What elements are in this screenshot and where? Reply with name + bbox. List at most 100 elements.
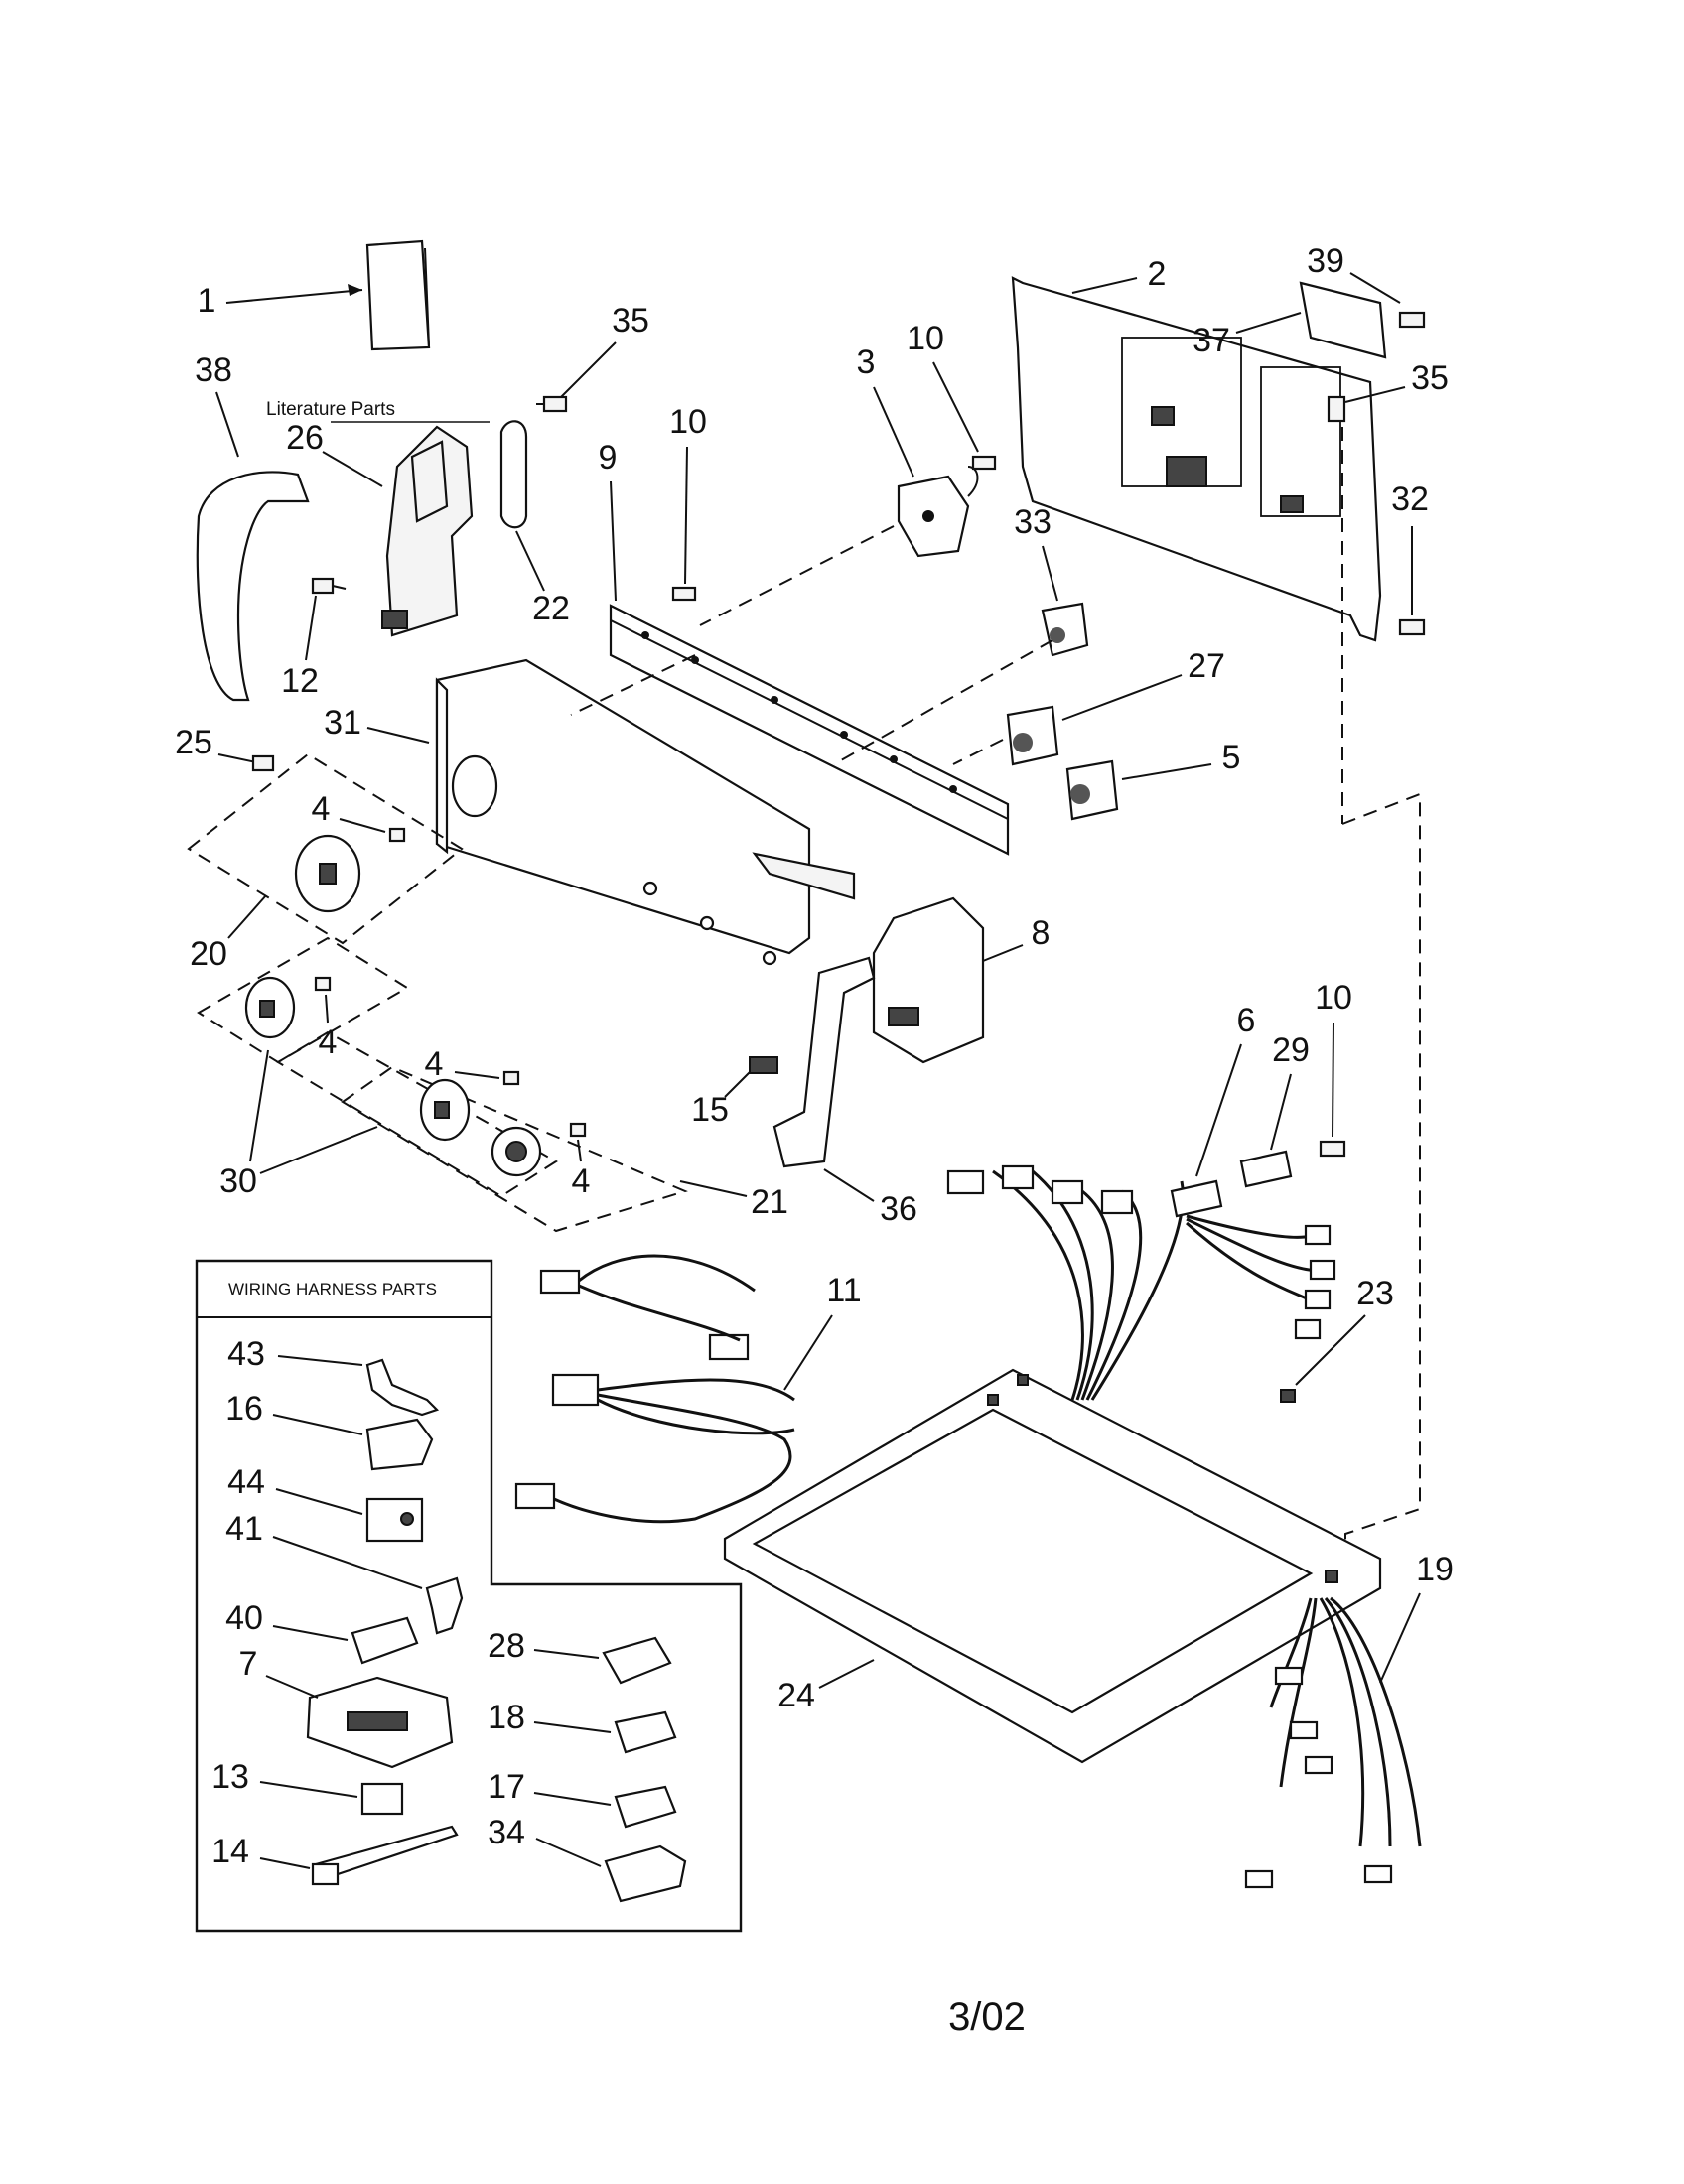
- mounting-plate-37: [1299, 281, 1387, 359]
- callout-43: 43: [227, 1335, 265, 1373]
- connector-44: [365, 1497, 424, 1543]
- spring-clip-4c: [502, 1070, 520, 1086]
- leader-36: [823, 1168, 875, 1202]
- connector-18: [614, 1710, 677, 1754]
- terminal-43: [365, 1358, 440, 1417]
- callout-37: 37: [1193, 322, 1230, 359]
- screw-35-right: [1327, 395, 1346, 423]
- callout-16: 16: [225, 1390, 263, 1428]
- switch-27: [1006, 705, 1059, 766]
- knob-group-20-outline: [187, 752, 464, 945]
- leader-4a: [339, 818, 386, 833]
- callout-7: 7: [239, 1645, 258, 1683]
- wiring-harness-parts-title: WIRING HARNESS PARTS: [228, 1280, 437, 1298]
- knob-group-21-outline: [341, 1065, 688, 1233]
- callout-30: 30: [219, 1162, 257, 1200]
- callout-24: 24: [777, 1677, 815, 1714]
- callout-11: 11: [826, 1272, 861, 1309]
- callout-17: 17: [488, 1768, 525, 1806]
- end-cap-right: [872, 896, 985, 1064]
- screw-10-lower: [1319, 1140, 1346, 1158]
- leader-19: [1379, 1592, 1421, 1684]
- leader-8: [982, 944, 1024, 962]
- knob-group-30-outline-a: [197, 936, 409, 1064]
- leader-9: [610, 480, 617, 602]
- leader-12: [305, 595, 317, 661]
- callout-18: 18: [488, 1699, 525, 1736]
- screw-35-left: [536, 395, 568, 413]
- leader-28: [533, 1649, 600, 1659]
- callout-10-lower: 10: [1315, 979, 1352, 1017]
- projection-line-f: [1341, 792, 1421, 1588]
- leader-43: [277, 1355, 363, 1366]
- leader-18: [533, 1721, 612, 1733]
- knob-group-30-outline-b: [276, 1030, 558, 1198]
- leader-14: [259, 1857, 311, 1869]
- leader-10-top: [932, 361, 979, 453]
- callout-35-right: 35: [1411, 359, 1449, 397]
- knob-20: [294, 834, 361, 913]
- leader-30-b: [249, 1049, 269, 1162]
- callout-19: 19: [1416, 1551, 1454, 1588]
- connector-block-7: [306, 1676, 454, 1769]
- callout-15: 15: [691, 1091, 729, 1129]
- connector-16: [365, 1418, 434, 1471]
- connector-34: [604, 1844, 687, 1903]
- callout-12: 12: [281, 662, 319, 700]
- connector-13: [360, 1782, 404, 1816]
- leader-35-right: [1344, 386, 1406, 403]
- screw-32: [1398, 618, 1426, 636]
- callout-23: 23: [1356, 1275, 1394, 1312]
- leader-23: [1295, 1314, 1366, 1386]
- projection-line-a: [570, 654, 696, 716]
- callout-4a: 4: [312, 790, 331, 828]
- callout-40: 40: [225, 1599, 263, 1637]
- callout-38: 38: [195, 351, 232, 389]
- callout-1: 1: [198, 282, 216, 320]
- leader-4b: [325, 994, 329, 1024]
- literature-booklet: [365, 239, 431, 351]
- switch-3: [897, 466, 979, 558]
- screw-10-rail: [671, 586, 697, 602]
- cable-tie-14: [311, 1825, 459, 1886]
- callout-9: 9: [599, 439, 618, 477]
- leader-2: [1071, 277, 1138, 294]
- wiring-harness-parts-box: [195, 1259, 743, 1933]
- callout-20: 20: [190, 935, 227, 973]
- switch-5: [1065, 759, 1119, 821]
- callout-27: 27: [1188, 647, 1225, 685]
- callout-10-top: 10: [907, 320, 944, 357]
- leader-29: [1270, 1073, 1292, 1151]
- control-bracket-rail: [609, 604, 1010, 856]
- callout-44: 44: [227, 1463, 265, 1501]
- callout-28: 28: [488, 1627, 525, 1665]
- callout-13: 13: [211, 1758, 249, 1796]
- callout-34: 34: [488, 1814, 525, 1851]
- connector-40: [351, 1616, 419, 1665]
- revision-date-code: 3/02: [948, 1995, 1026, 2039]
- leader-41: [272, 1536, 423, 1589]
- leader-15: [724, 1071, 751, 1098]
- rear-console-panel: [1011, 276, 1382, 642]
- console-side-bracket: [381, 425, 474, 637]
- callout-33: 33: [1014, 503, 1052, 541]
- connector-28: [602, 1636, 672, 1685]
- callout-4c: 4: [425, 1045, 444, 1083]
- callout-22: 22: [532, 590, 570, 627]
- knob-30: [244, 976, 296, 1039]
- literature-parts-label: Literature Parts: [266, 399, 395, 420]
- projection-line-b: [699, 525, 895, 626]
- projection-line-c: [833, 639, 1053, 765]
- clip-23: [1280, 1389, 1296, 1403]
- callout-32: 32: [1391, 480, 1429, 518]
- spring-clip-4a: [388, 827, 406, 843]
- switch-33: [1041, 602, 1089, 657]
- end-cap-left: [196, 471, 310, 702]
- wiring-harness-11: [514, 1254, 795, 1524]
- screw-10-switch: [971, 455, 997, 471]
- leader-40: [272, 1625, 349, 1641]
- callout-14: 14: [211, 1833, 249, 1870]
- callouts: 1 2 39 37 35 32 35 38 26 22 12 3 10: [175, 242, 1454, 1870]
- spring-clip-4b: [314, 976, 332, 992]
- leader-39: [1349, 272, 1401, 304]
